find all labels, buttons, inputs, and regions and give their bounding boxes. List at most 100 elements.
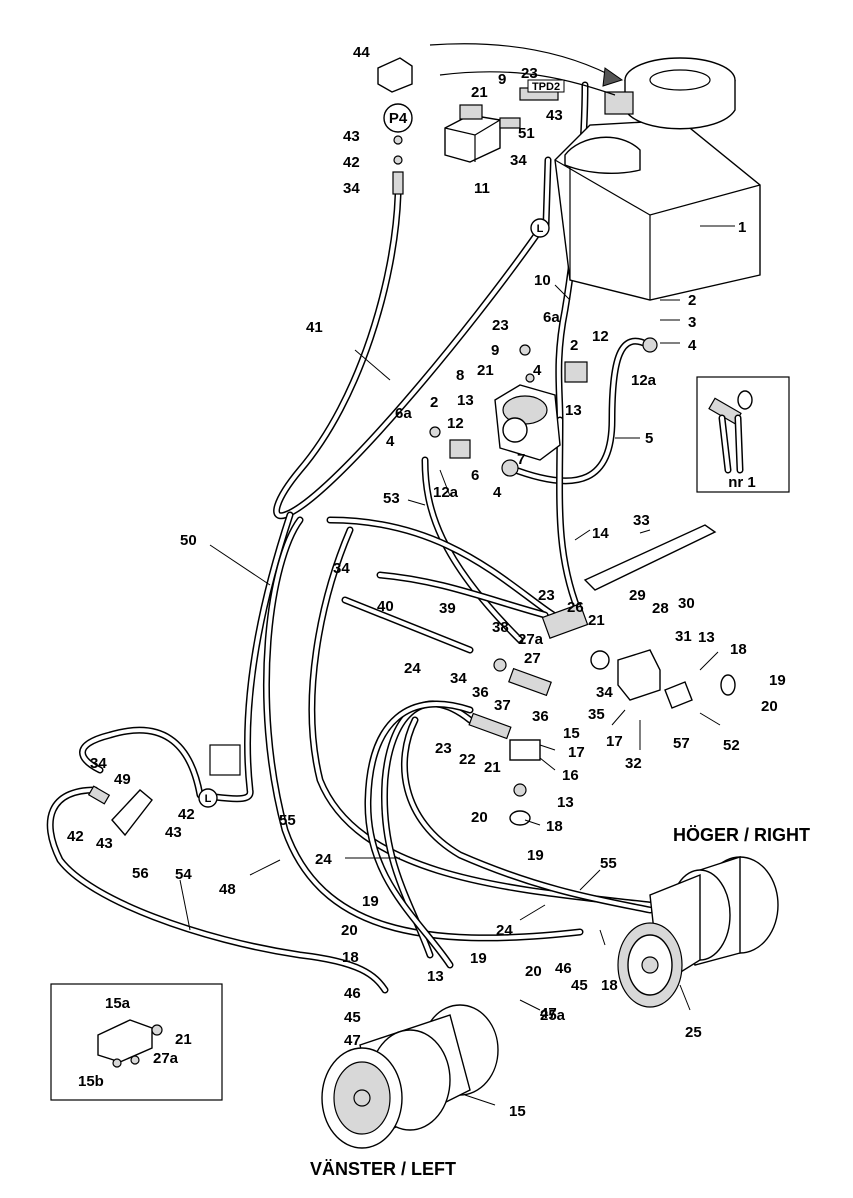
right-drive-motor xyxy=(617,856,779,1008)
callout: 9 xyxy=(491,342,499,359)
callout: 11 xyxy=(474,180,490,197)
p4-label: P4 xyxy=(389,110,408,127)
callout: 15 xyxy=(509,1103,526,1120)
callout: 12 xyxy=(592,328,609,345)
tee-fittings: L L xyxy=(198,218,550,808)
callout: 20 xyxy=(525,963,542,980)
tee-label-lower: L xyxy=(205,793,212,805)
callout: 31 xyxy=(675,628,692,645)
callout: 48 xyxy=(219,881,236,898)
callout: 33 xyxy=(633,512,650,529)
callout: 52 xyxy=(723,737,740,754)
callout: 50 xyxy=(180,532,197,549)
p4-block: P4 xyxy=(377,57,413,195)
inset-nr1-label: nr 1 xyxy=(728,474,756,491)
callout: 27a xyxy=(518,631,544,648)
callout: 20 xyxy=(341,922,358,939)
callout: 23 xyxy=(435,740,452,757)
callout: 20 xyxy=(471,809,488,826)
tpd2-label: TPD2 xyxy=(532,81,560,93)
valve-block: TPD2 xyxy=(444,79,565,163)
hydraulic-pump xyxy=(429,337,658,477)
callout: 4 xyxy=(533,362,542,379)
callout: 24 xyxy=(315,851,332,868)
callout: 34 xyxy=(343,180,360,197)
callout: 15a xyxy=(105,995,131,1012)
callout: 12a xyxy=(631,372,657,389)
callout: 27a xyxy=(153,1050,179,1067)
callout: 27 xyxy=(524,650,541,667)
left-drive-motor xyxy=(321,1004,499,1149)
callout: 45 xyxy=(571,977,588,994)
callout: 44 xyxy=(353,44,370,61)
callout: 13 xyxy=(565,402,582,419)
callout: 34 xyxy=(596,684,613,701)
callout: 6 xyxy=(471,467,479,484)
callout: 53 xyxy=(383,490,400,507)
callout: 34 xyxy=(450,670,467,687)
callout: 17 xyxy=(568,744,585,761)
callout: 24 xyxy=(496,922,513,939)
callout: 4 xyxy=(493,484,502,501)
right-side-label: HÖGER / RIGHT xyxy=(673,825,810,845)
callout: 7 xyxy=(517,451,525,468)
callout: 5 xyxy=(645,430,653,447)
callout: 21 xyxy=(484,759,501,776)
callout: 26 xyxy=(567,599,584,616)
callout: 45 xyxy=(344,1009,361,1026)
callout: 14 xyxy=(592,525,609,542)
callout-numbers: 44 43 42 34 21 9 23 43 51 34 11 1 10 2 3… xyxy=(67,44,786,1120)
callout: 40 xyxy=(377,598,394,615)
callout: 43 xyxy=(343,128,360,145)
callout: 34 xyxy=(90,755,107,772)
callout: 36 xyxy=(472,684,489,701)
callout: 3 xyxy=(688,314,696,331)
callout: 43 xyxy=(546,107,563,124)
callout: 13 xyxy=(557,794,574,811)
callout: 37 xyxy=(494,697,511,714)
callout: 19 xyxy=(527,847,544,864)
control-valve-cluster xyxy=(468,603,736,826)
left-side-label: VÄNSTER / LEFT xyxy=(310,1159,456,1179)
callout: 23 xyxy=(492,317,509,334)
callout: 21 xyxy=(477,362,494,379)
callout: 47 xyxy=(344,1032,361,1049)
callout: 16 xyxy=(562,767,579,784)
callout: 19 xyxy=(362,893,379,910)
callout: 55 xyxy=(279,812,296,829)
callout: 28 xyxy=(652,600,669,617)
callout: 32 xyxy=(625,755,642,772)
callout: 34 xyxy=(333,560,350,577)
callout: 15 xyxy=(563,725,580,742)
callout: 34 xyxy=(510,152,527,169)
leader-lines xyxy=(179,225,735,1106)
callout: 42 xyxy=(67,828,84,845)
callout: 6a xyxy=(395,405,412,422)
callout: 29 xyxy=(629,587,646,604)
callout: 55 xyxy=(600,855,617,872)
callout: 25 xyxy=(685,1024,702,1041)
callout: 21 xyxy=(175,1031,192,1048)
callout: 19 xyxy=(470,950,487,967)
callout: 2 xyxy=(688,292,696,309)
callout: 47 xyxy=(540,1005,557,1022)
mounting-plate xyxy=(583,524,717,591)
callout: 4 xyxy=(688,337,697,354)
callout: 13 xyxy=(427,968,444,985)
callout: 36 xyxy=(532,708,549,725)
left-valve xyxy=(87,744,241,837)
callout: 46 xyxy=(555,960,572,977)
tee-label-upper: L xyxy=(537,223,544,235)
callout: 23 xyxy=(538,587,555,604)
callout: 41 xyxy=(306,319,323,336)
callout: 17 xyxy=(606,733,623,750)
callout: 35 xyxy=(588,706,605,723)
callout: 15b xyxy=(78,1073,104,1090)
callout: 42 xyxy=(178,806,195,823)
callout: 39 xyxy=(439,600,456,617)
callout: 8 xyxy=(456,367,464,384)
callout: 12 xyxy=(447,415,464,432)
callout: 19 xyxy=(769,672,786,689)
callout: 24 xyxy=(404,660,421,677)
